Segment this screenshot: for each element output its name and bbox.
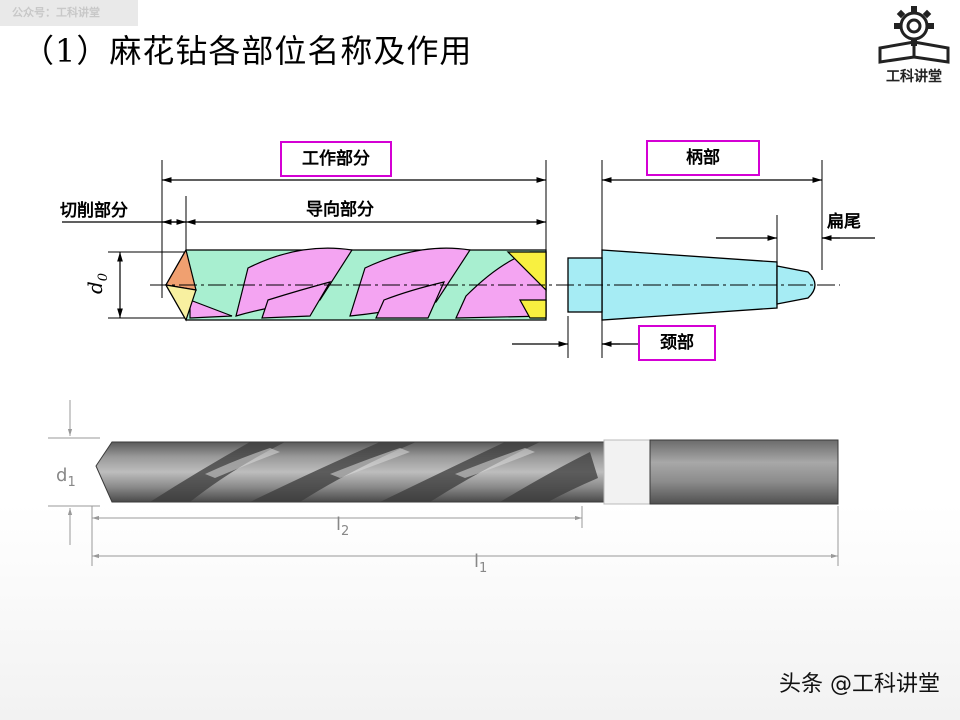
l1-label: l1 bbox=[474, 551, 487, 576]
photo-drill: d1 l2 l1 bbox=[48, 400, 839, 576]
neck-label: 颈部 bbox=[638, 325, 716, 361]
footer-watermark: 头条 @工科讲堂 bbox=[779, 672, 940, 697]
shank-label: 柄部 bbox=[646, 140, 760, 176]
logo-text: 工科讲堂 bbox=[886, 69, 942, 85]
gear-book-icon bbox=[878, 6, 950, 64]
watermark-top: 公众号：工科讲堂 bbox=[0, 0, 138, 26]
l2-label: l2 bbox=[336, 514, 349, 539]
d0-label: d0 bbox=[83, 273, 111, 294]
colored-drill: 切削部分 导向部分 扁尾 d0 bbox=[60, 160, 875, 358]
guide-part-label: 导向部分 bbox=[306, 199, 374, 220]
tang-label: 扁尾 bbox=[827, 211, 861, 232]
cutting-part-label: 切削部分 bbox=[60, 200, 128, 221]
working-part-label: 工作部分 bbox=[280, 141, 392, 177]
logo: 工科讲堂 bbox=[872, 2, 956, 88]
page-title: （1）麻花钻各部位名称及作用 bbox=[22, 32, 473, 70]
d1-label: d1 bbox=[56, 465, 76, 490]
